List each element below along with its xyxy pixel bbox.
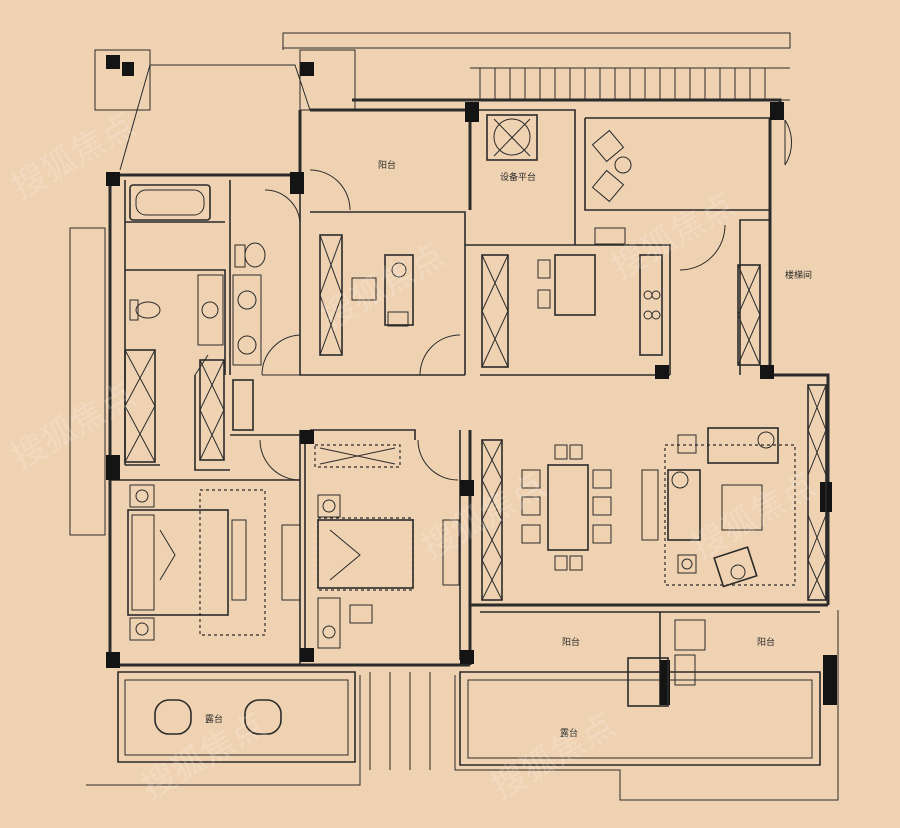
label-balcony-north: 阳台 xyxy=(378,159,396,171)
equipment-unit xyxy=(486,114,538,161)
watermark: 搜狐焦点 xyxy=(5,375,143,478)
closets xyxy=(124,234,827,601)
lounge-chairs xyxy=(591,129,632,203)
watermark: 搜狐焦点 xyxy=(685,465,823,568)
exterior-walls xyxy=(108,98,830,667)
watermarks: 搜狐焦点 搜狐焦点 搜狐焦点 搜狐焦点 搜狐焦点 搜狐焦点 搜狐焦点 搜狐焦点 xyxy=(5,105,823,808)
label-terrace-south: 露台 xyxy=(560,727,578,739)
room-labels: 阳台 设备平台 楼梯间 阳台 阳台 露台 露台 xyxy=(205,159,812,739)
label-balcony-south-left: 阳台 xyxy=(562,636,580,648)
master-bedroom-furniture xyxy=(317,494,460,649)
label-terrace-west: 露台 xyxy=(205,713,223,725)
living-furniture xyxy=(641,427,796,588)
west-bedroom-furniture xyxy=(127,484,301,641)
bathroom-fixtures xyxy=(129,184,266,366)
label-equipment-platform: 设备平台 xyxy=(500,171,536,183)
doors xyxy=(194,119,792,481)
watermark: 搜狐焦点 xyxy=(315,235,453,338)
watermark: 搜狐焦点 xyxy=(5,105,143,208)
interior-walls xyxy=(110,109,820,705)
kitchen-furniture xyxy=(537,227,663,356)
balcony-outlines xyxy=(117,671,821,770)
watermark: 搜狐焦点 xyxy=(415,465,553,568)
label-stairwell: 楼梯间 xyxy=(785,269,812,281)
terrace-furniture xyxy=(154,619,706,735)
study-furniture xyxy=(351,254,414,327)
dining-set xyxy=(521,444,612,571)
label-balcony-south-right: 阳台 xyxy=(757,636,775,648)
outer-outline xyxy=(69,32,839,801)
north-railing xyxy=(119,64,790,171)
watermark: 搜狐焦点 xyxy=(485,705,623,808)
